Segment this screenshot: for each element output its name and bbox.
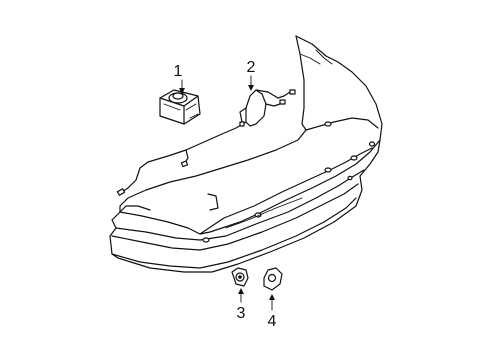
callout-label: 2 xyxy=(247,59,256,76)
bumper-cover xyxy=(109,35,383,273)
callout-1: 1 xyxy=(174,63,185,94)
sensor-part xyxy=(231,267,249,287)
callout-label: 3 xyxy=(237,305,246,322)
bracket-part xyxy=(263,267,283,291)
module-part xyxy=(159,89,201,125)
callout-2: 2 xyxy=(247,59,256,91)
harness-part xyxy=(116,89,296,196)
callout-3: 3 xyxy=(237,288,246,322)
callout-4: 4 xyxy=(268,294,277,330)
callout-label: 4 xyxy=(268,313,277,330)
callout-label: 1 xyxy=(174,63,183,80)
